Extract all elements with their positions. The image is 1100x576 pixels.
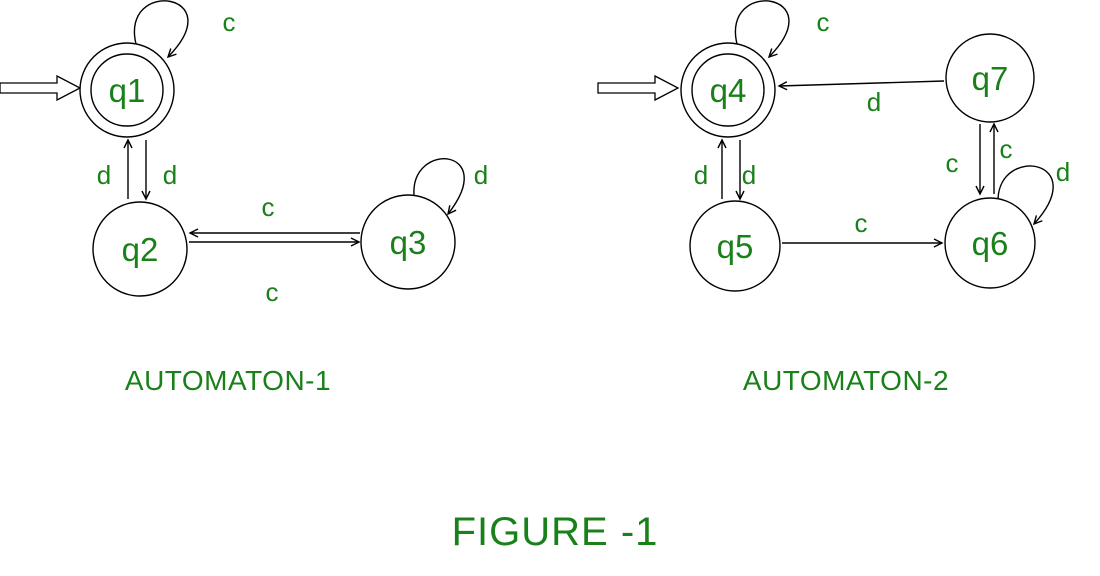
figure-title: FIGURE -1 [452,510,659,554]
state-q6-circle [944,197,1036,289]
automaton-2: q4 c q7 d q5 d d q6 c [597,0,1070,396]
state-q1-label: q1 [109,72,146,109]
state-q3-circle [360,194,456,290]
edge-q5-to-q4-label: d [694,160,708,190]
state-q6-label: q6 [972,225,1009,262]
state-q7-label: q7 [972,60,1009,97]
state-q2-label: q2 [122,231,159,268]
edge-q6-self-loop [997,165,1054,226]
edge-q7-to-q4-line [777,80,945,91]
edge-q3-self-loop [413,158,465,216]
edge-q4-self-loop [734,0,790,59]
edge-q7-to-q6-label: c [946,148,959,178]
edge-q3-to-q2-label: c [262,192,275,222]
edge-q6-self-loop-label: d [1056,157,1070,187]
edge-q1-to-q2-label: d [163,160,177,190]
state-q5-circle [689,200,781,292]
edge-q1-self-loop [133,0,189,59]
automaton-1: q1 c q2 d d q3 c c d AUTOMATON-1 [0,0,488,396]
edge-q2-to-q1-label: d [97,160,111,190]
state-q7-circle [945,33,1035,123]
edge-q2-to-q3-label: c [266,277,279,307]
automaton-2-title: AUTOMATON-2 [743,365,949,396]
edge-q5-to-q6-label: c [855,208,868,238]
edge-q7-to-q4-label: d [867,87,881,117]
automaton-1-title: AUTOMATON-1 [125,365,331,396]
state-q2-circle [92,201,188,297]
state-q4-inner-circle [691,53,765,127]
edge-q4-self-loop-label: c [817,7,830,37]
edge-q4-to-q5-label: d [742,160,756,190]
edge-q1-self-loop-label: c [223,7,236,37]
state-q5-label: q5 [717,228,754,265]
state-q4-label: q4 [710,72,747,109]
state-q3-label: q3 [390,224,427,261]
edge-q6-to-q7-label: c [1000,134,1013,164]
start-arrow-icon-2 [597,74,680,102]
edge-q3-self-loop-label: d [474,160,488,190]
state-q1-inner-circle [90,53,164,127]
start-arrow-icon [0,74,82,102]
